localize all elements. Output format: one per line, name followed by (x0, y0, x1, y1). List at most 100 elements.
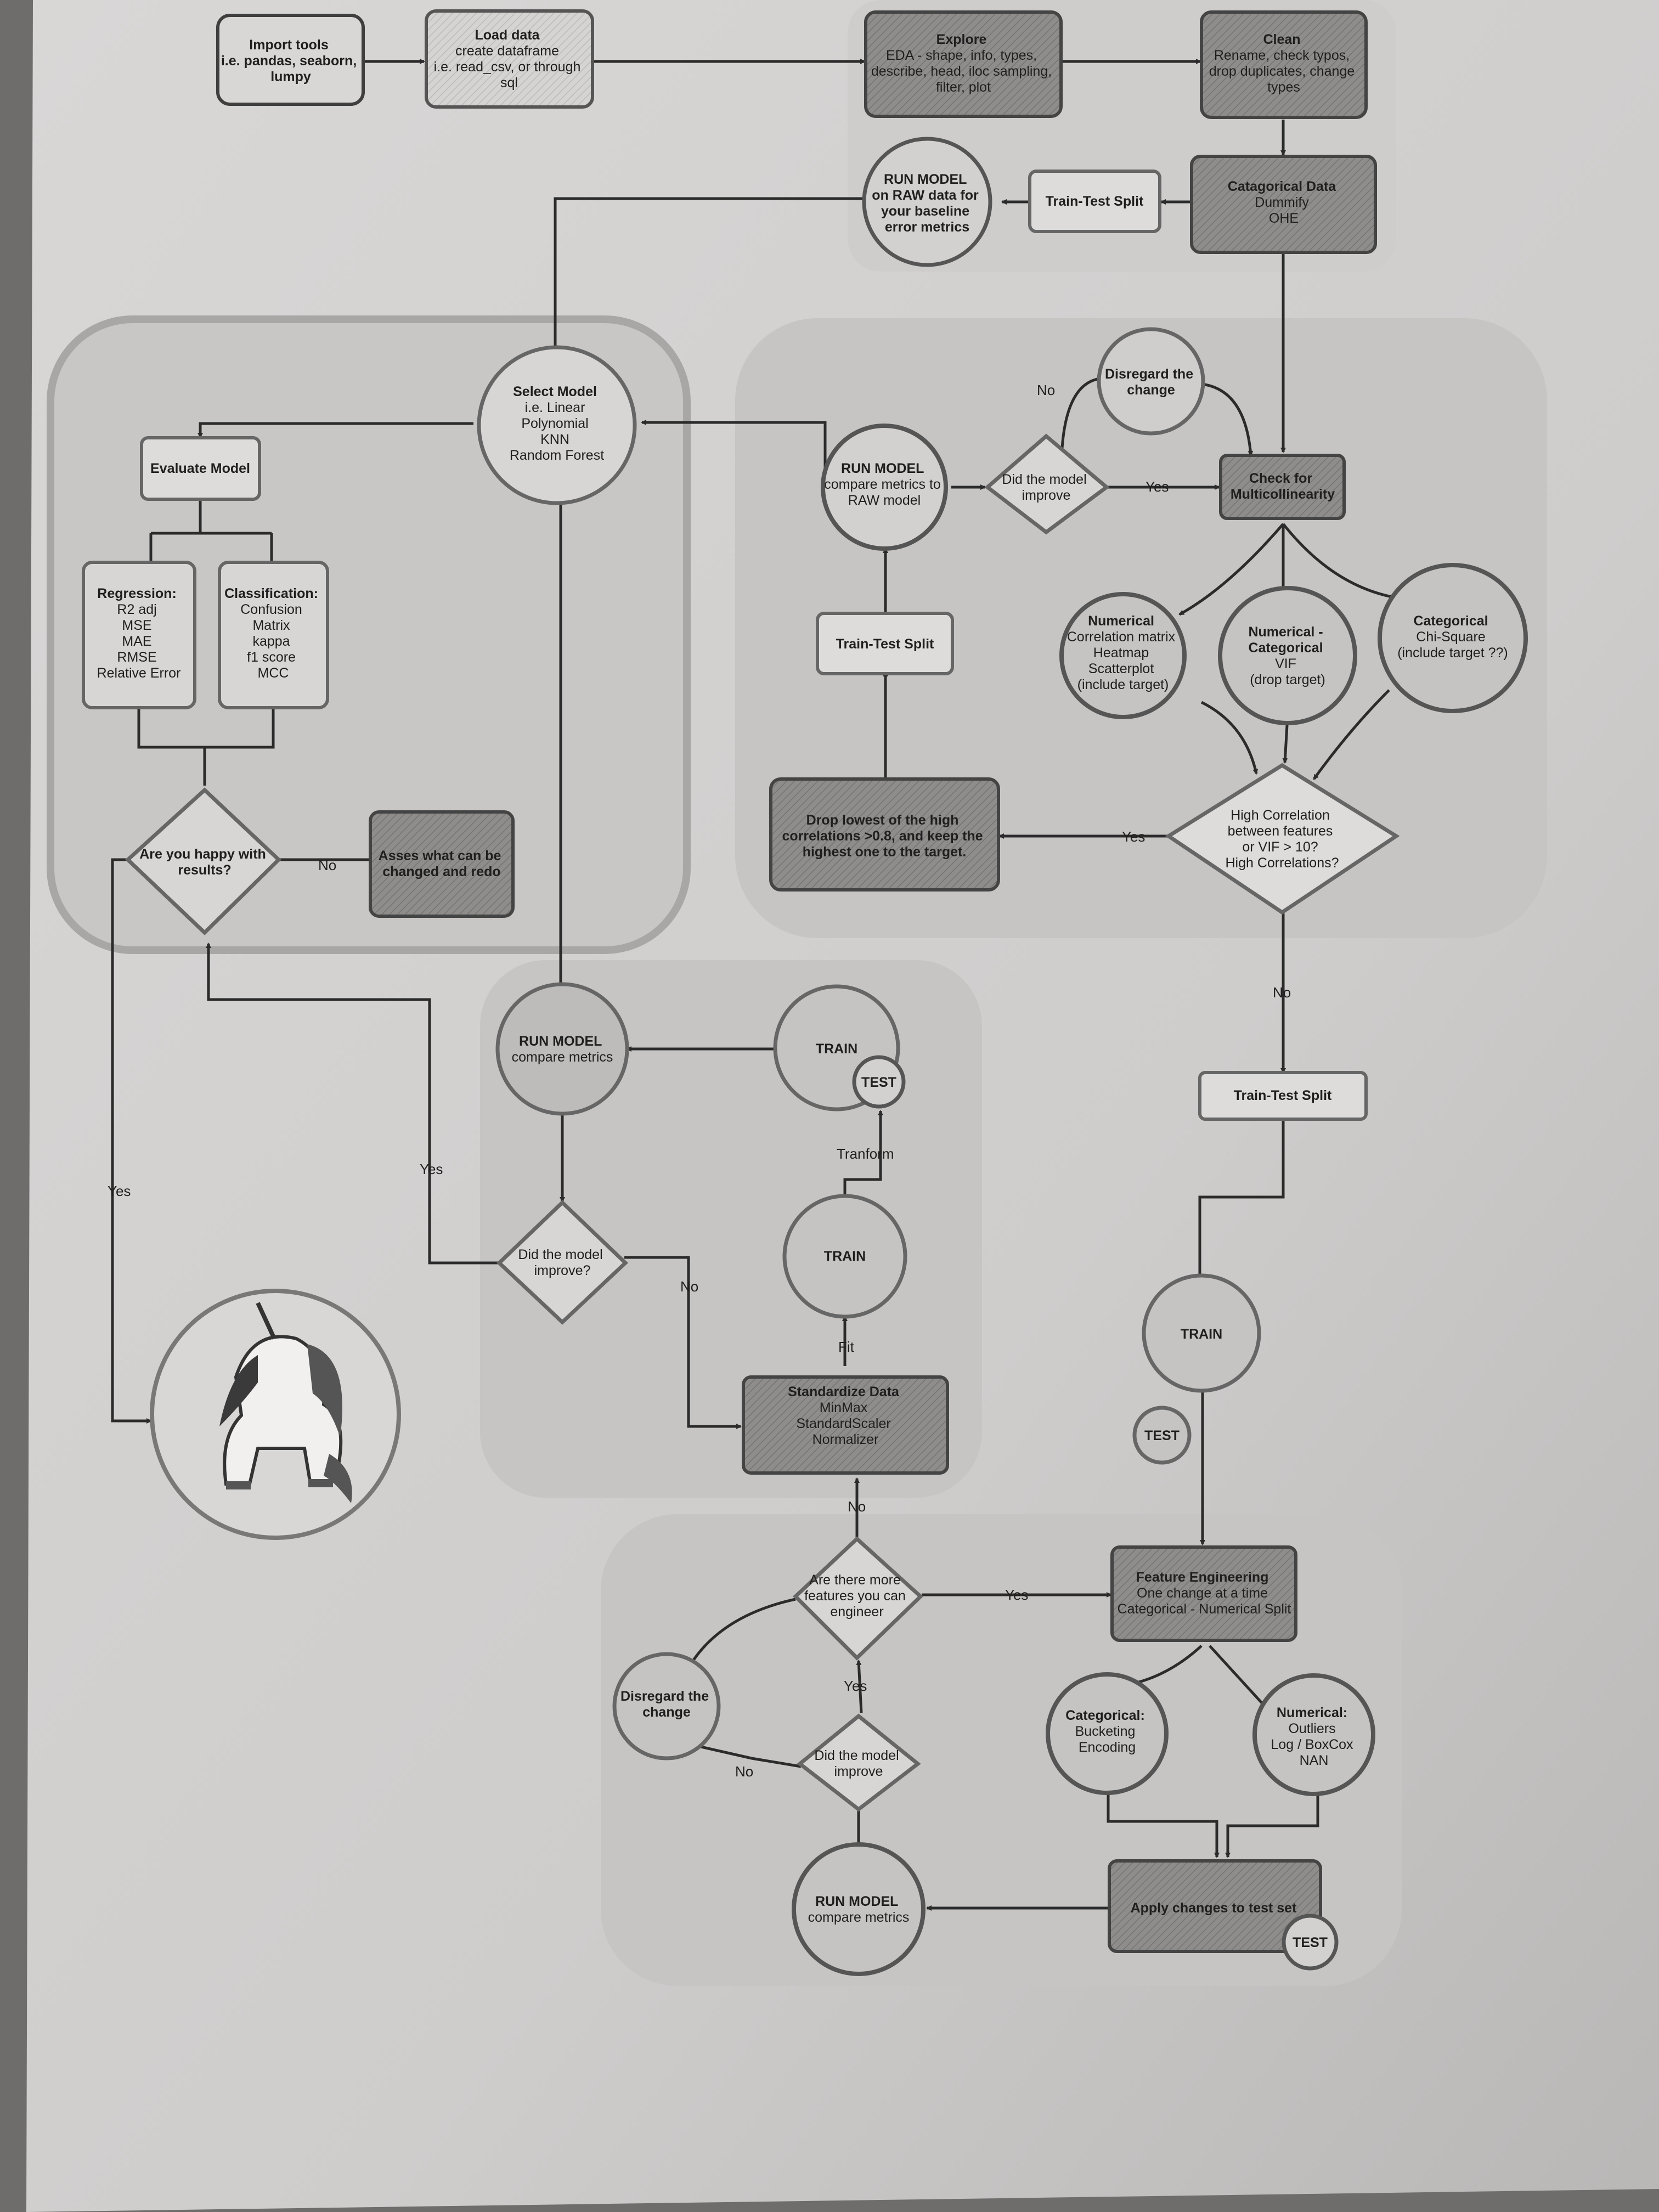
svg-text:Standardize Data MinMax: Standardize Data MinMax StandardScaler N… (788, 1384, 903, 1447)
node-test-right (1132, 1406, 1192, 1465)
node-text: Standardize Data (788, 1384, 900, 1400)
node-text: (include target ??) (1397, 645, 1508, 661)
svg-text:Classification: Confusio: Classification: Confusion Matrix kappa f… (224, 586, 322, 681)
node-text: Bucketing (1075, 1724, 1136, 1739)
node-text: correlations >0.8, and keep the (782, 828, 983, 844)
node-train-mid (782, 1194, 907, 1319)
node-text: Outliers (1288, 1721, 1335, 1736)
edge-label: No (318, 857, 336, 873)
node-text: Clean (1263, 32, 1300, 47)
node-text: TRAIN (824, 1249, 866, 1264)
node-text: Train-Test Split (1234, 1088, 1332, 1103)
svg-text:Numerical - Categorical: Numerical - Categorical VIF (drop target… (1248, 624, 1327, 687)
node-text: Are you happy with (139, 847, 266, 862)
node-text: filter, plot (936, 80, 991, 95)
node-text: i.e. pandas, seaborn, (221, 53, 357, 69)
node-text: TRAIN (1181, 1327, 1222, 1342)
node-text: Drop lowest of the high (806, 812, 959, 828)
node-text: Did the model (814, 1748, 899, 1763)
edge-label: Yes (1122, 828, 1145, 845)
node-import-tools (216, 14, 365, 106)
edge-label: No (848, 1498, 866, 1515)
node-numerical-outliers (1252, 1673, 1375, 1796)
node-text: RUN MODEL (815, 1894, 898, 1909)
node-text: compare metrics (512, 1049, 613, 1065)
node-text: Scatterplot (1088, 661, 1154, 676)
node-text: between features (1228, 823, 1333, 839)
svg-text:Disregard the change: Disregard the change (1105, 366, 1197, 398)
node-text: RUN MODEL (841, 461, 924, 476)
svg-text:Did the model improve?: Did the model improve? (518, 1247, 606, 1278)
node-text: Matrix (252, 618, 290, 633)
svg-text:Import tools i.e. pandas: Import tools i.e. pandas, seaborn, lumpy (221, 37, 360, 84)
node-text: High Correlation (1231, 808, 1330, 823)
node-text: Categorical (1248, 640, 1323, 656)
node-train-test-split-3 (1198, 1071, 1368, 1121)
node-more-features (792, 1536, 924, 1661)
edge-labels: No Yes No Yes Yes Yes No No Tranform Fit… (108, 382, 1291, 1780)
node-text: compare metrics (808, 1910, 910, 1925)
node-asses-change (369, 810, 515, 918)
node-text: Classification: (224, 586, 318, 601)
node-drop-lowest (769, 777, 1000, 891)
node-text: High Correlations? (1225, 855, 1339, 871)
node-text: RUN MODEL (519, 1034, 602, 1049)
node-text: Train-Test Split (836, 636, 934, 652)
node-text: Polynomial (521, 416, 588, 431)
edge-label: Tranform (837, 1146, 894, 1162)
node-run-model-bottom (792, 1842, 926, 1976)
node-text: (include target) (1077, 677, 1169, 692)
svg-text:Check for Multicollinear: Check for Multicollinearity (1231, 471, 1335, 502)
node-text: MAE (122, 634, 151, 649)
node-text: Are there more (809, 1572, 901, 1588)
node-text: RAW model (848, 493, 921, 508)
svg-text:Asses what can be change: Asses what can be changed and redo (379, 848, 505, 879)
node-test-top (852, 1055, 906, 1109)
node-regression (82, 561, 196, 709)
node-text: Apply changes to test set (1131, 1900, 1297, 1916)
svg-text:Are there more features: Are there more features you can engineer (804, 1572, 910, 1620)
node-text: Disregard the (620, 1689, 709, 1704)
node-did-improve-bottom (797, 1713, 921, 1812)
node-text: Relative Error (97, 665, 181, 681)
node-numerical-corr (1059, 592, 1187, 719)
svg-text:High Correlation between: High Correlation between features or VIF… (1225, 808, 1339, 871)
node-train-right (1142, 1273, 1261, 1393)
node-text: Did the model (1002, 472, 1086, 487)
node-text: types (1267, 80, 1300, 95)
svg-text:RUN MODEL compare metric: RUN MODEL compare metrics (512, 1034, 613, 1065)
node-train-test-split-2 (816, 612, 954, 675)
node-text: Did the model (518, 1247, 602, 1262)
node-categorical-bucket (1046, 1672, 1169, 1795)
edge-label: No (1037, 382, 1055, 398)
node-text: Dummify (1255, 195, 1309, 210)
svg-text:Catagorical Data Dummify: Catagorical Data Dummify OHE (1228, 179, 1340, 226)
node-text: Heatmap (1093, 645, 1149, 661)
edges (111, 59, 1399, 1911)
edge-label: No (1273, 984, 1291, 1001)
node-text: Feature Engineering (1136, 1570, 1269, 1585)
node-categorical-data (1190, 155, 1377, 254)
node-text: sql (500, 75, 518, 91)
svg-text:Categorical: Bucketing: Categorical: Bucketing Encoding (1065, 1708, 1148, 1755)
svg-text:Categorical Chi-Square: Categorical Chi-Square (include target ?… (1397, 613, 1508, 661)
node-did-improve-mid (496, 1200, 629, 1325)
node-test-bottom (1282, 1914, 1339, 1971)
node-text: VIF (1275, 656, 1296, 672)
node-happy-results (125, 787, 282, 935)
node-text: i.e. Linear (525, 400, 585, 415)
node-text: compare metrics to (824, 477, 941, 492)
svg-text:RUN MODEL on RAW data fo: RUN MODEL on RAW data for your baseline … (872, 172, 982, 235)
node-text: OHE (1269, 211, 1299, 226)
svg-text:RUN MODEL compare metric: RUN MODEL compare metrics to RAW model (824, 461, 945, 508)
node-text: TEST (861, 1075, 896, 1090)
node-run-model-compare-raw (821, 424, 948, 551)
node-apply-test (1108, 1859, 1322, 1953)
node-classification (218, 561, 329, 709)
node-text: RUN MODEL (884, 172, 967, 187)
node-high-correlation (1165, 763, 1400, 915)
edge-label: No (735, 1763, 753, 1780)
node-disregard-change-bottom (612, 1652, 721, 1760)
svg-text:Did the model improve: Did the model improve (814, 1748, 902, 1779)
node-text: TRAIN (816, 1041, 857, 1057)
